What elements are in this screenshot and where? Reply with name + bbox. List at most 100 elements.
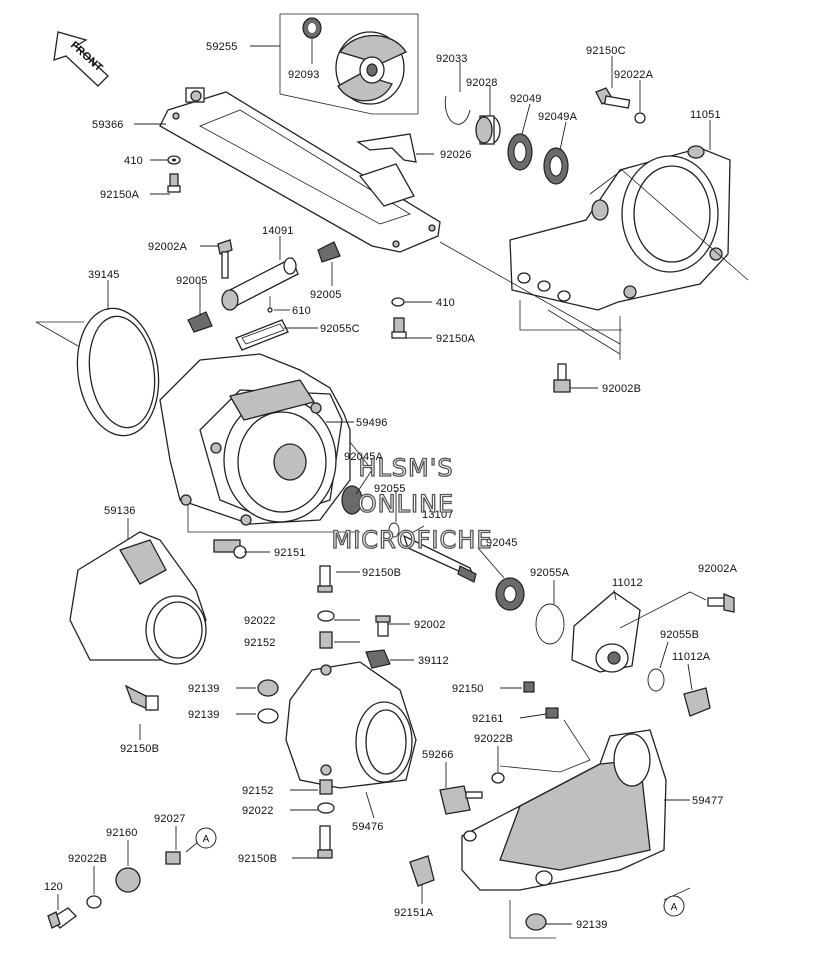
deflector-cone-part bbox=[571, 591, 641, 673]
part-label: 39112 bbox=[418, 655, 449, 667]
part-label: 11012A bbox=[672, 651, 711, 663]
nozzle-left-part bbox=[69, 531, 207, 665]
o-ring-92055b-part bbox=[647, 668, 665, 692]
callout-a-right-label: A bbox=[671, 902, 678, 913]
collar-92152b-part bbox=[319, 779, 333, 795]
part-label: 92022B bbox=[474, 733, 513, 745]
part-label: 92028 bbox=[466, 77, 498, 89]
part-label: 92055A bbox=[530, 567, 570, 579]
bolt-92150a-b-part bbox=[391, 317, 407, 339]
impeller-part bbox=[279, 13, 419, 115]
bearing-92045-part bbox=[495, 577, 525, 611]
part-label: 92151A bbox=[394, 907, 434, 919]
part-label: 92002 bbox=[414, 619, 446, 631]
part-label: 92002B bbox=[602, 383, 641, 395]
washer-92022b-left-part bbox=[86, 895, 102, 909]
part-label: 92026 bbox=[440, 149, 472, 161]
stopper-part bbox=[356, 133, 417, 163]
bolt-92002b-part bbox=[553, 363, 571, 393]
collar-part bbox=[475, 115, 501, 145]
part-label: 410 bbox=[436, 297, 455, 309]
part-label: 59477 bbox=[692, 795, 724, 807]
pump-case-part bbox=[509, 145, 731, 311]
part-label: 92139 bbox=[188, 683, 220, 695]
o-ring-92055a-part bbox=[535, 603, 565, 645]
washer-92022-part bbox=[317, 610, 335, 622]
washer-part bbox=[634, 112, 646, 124]
part-label: 92022 bbox=[242, 805, 274, 817]
part-label: 92045 bbox=[486, 537, 518, 549]
callout-a-left: A bbox=[195, 827, 217, 849]
o-ring-92055-part bbox=[388, 522, 400, 538]
bolt-120-part bbox=[47, 907, 77, 929]
circlip-part bbox=[444, 95, 471, 125]
steering-nozzle-part bbox=[285, 661, 417, 789]
part-label: 59366 bbox=[92, 119, 124, 131]
part-label: 92027 bbox=[154, 813, 186, 825]
bolt-92150b-lower-part bbox=[317, 825, 333, 859]
cap-92139-part bbox=[257, 679, 279, 697]
part-label: 92150B bbox=[362, 567, 401, 579]
cap-92139b-part bbox=[257, 708, 279, 724]
lever-59266-part bbox=[439, 785, 483, 815]
part-label: 14091 bbox=[262, 225, 294, 237]
part-label: 92055 bbox=[374, 483, 406, 495]
part-label: 92150 bbox=[452, 683, 484, 695]
part-label: 92055B bbox=[660, 629, 699, 641]
part-label: 92022B bbox=[68, 853, 107, 865]
part-label: 92022 bbox=[244, 615, 276, 627]
washer-410-part bbox=[167, 155, 181, 165]
bolt-92002-part bbox=[375, 615, 391, 637]
watermark-line: HLSM'S bbox=[358, 454, 453, 482]
spacer-92160-part bbox=[115, 867, 141, 893]
pump-body-part bbox=[159, 353, 351, 526]
part-label: 59255 bbox=[206, 41, 238, 53]
part-label: 92150B bbox=[120, 743, 159, 755]
part-label: 120 bbox=[44, 881, 63, 893]
bolt-92150a-part bbox=[167, 173, 181, 193]
part-label: 92093 bbox=[288, 69, 320, 81]
part-label: 92150A bbox=[436, 333, 476, 345]
nipple-92005-part bbox=[317, 241, 341, 263]
bolt-part bbox=[595, 87, 631, 109]
part-label: 92033 bbox=[436, 53, 468, 65]
pump-top-plate-part bbox=[159, 87, 441, 253]
bearing-part bbox=[507, 133, 533, 171]
shaft-part bbox=[402, 534, 477, 583]
part-label: 92152 bbox=[242, 785, 274, 797]
part-label: 59136 bbox=[104, 505, 136, 517]
part-number-labels: 59255 92093 92033 92028 92049 92049A 921… bbox=[44, 41, 737, 931]
part-label: 92049 bbox=[510, 93, 542, 105]
part-label: 92049A bbox=[538, 111, 578, 123]
part-label: 92151 bbox=[274, 547, 306, 559]
part-label: 92161 bbox=[472, 713, 504, 725]
washer-410b-part bbox=[391, 297, 405, 307]
cap-92161-part bbox=[545, 707, 559, 719]
screw-92150-part bbox=[523, 681, 535, 693]
oil-seal-part bbox=[543, 147, 569, 185]
bolt-92151a-part bbox=[409, 855, 435, 887]
cap-92139-bottom-part bbox=[525, 913, 547, 931]
part-label: 39145 bbox=[88, 269, 120, 281]
washer-92022b-part bbox=[317, 802, 335, 814]
part-label: 59496 bbox=[356, 417, 388, 429]
collar-92152-part bbox=[319, 631, 333, 649]
bolt-92002a-right-part bbox=[707, 593, 735, 613]
part-label: 11051 bbox=[690, 109, 721, 121]
washer-92022b-right-part bbox=[491, 772, 505, 784]
part-label: 92005 bbox=[176, 275, 208, 287]
bolt-92150b-part bbox=[317, 565, 333, 593]
part-label: 410 bbox=[124, 155, 143, 167]
callout-a-left-label: A bbox=[203, 834, 210, 845]
part-label: 92055C bbox=[320, 323, 360, 335]
front-direction-arrow: FRONT bbox=[53, 31, 109, 87]
leader-lines bbox=[57, 38, 711, 925]
cap-11012a-part bbox=[683, 687, 711, 717]
sensor-housing-part bbox=[221, 257, 299, 311]
seal-ring-part bbox=[76, 307, 160, 437]
part-label: 92152 bbox=[244, 637, 276, 649]
part-label: 13107 bbox=[422, 509, 454, 521]
part-label: 92022A bbox=[614, 69, 654, 81]
part-label: 92139 bbox=[188, 709, 220, 721]
